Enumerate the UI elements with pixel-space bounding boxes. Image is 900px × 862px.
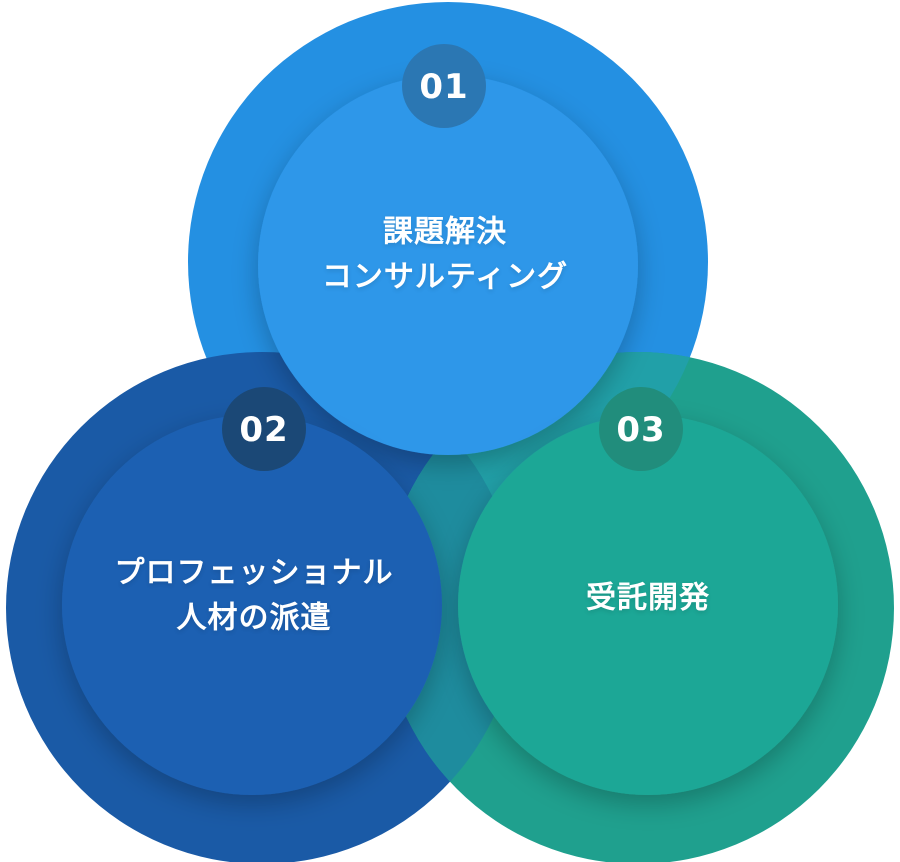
item-02-inner-circle [62, 415, 442, 795]
item-02-title-line-1: プロフェッショナル [115, 556, 394, 591]
item-01-badge-number: 01 [419, 67, 468, 107]
item-03-title-line-1: 受託開発 [586, 581, 710, 616]
item-02-badge-number: 02 [239, 410, 288, 450]
item-03-title: 受託開発 [586, 581, 710, 616]
item-01-inner-circle [258, 75, 638, 455]
item-02-title-line-2: 人材の派遣 [176, 601, 332, 636]
item-02-badge-circle [222, 387, 306, 471]
item-02-title: プロフェッショナル 人材の派遣 [115, 556, 394, 636]
item-01-title-line-1: 課題解決 [383, 215, 507, 250]
item-02-number-badge: 02 [222, 387, 306, 471]
item-03-inner-circle [458, 415, 838, 795]
item-01-badge-circle [402, 44, 486, 128]
item-01-title: 課題解決 コンサルティング [322, 215, 568, 295]
item-03-number-badge: 03 [599, 387, 683, 471]
item-03-badge-number: 03 [616, 410, 665, 450]
item-01-title-line-2: コンサルティング [322, 260, 568, 295]
item-01-number-badge: 01 [402, 44, 486, 128]
item-03-badge-circle [599, 387, 683, 471]
